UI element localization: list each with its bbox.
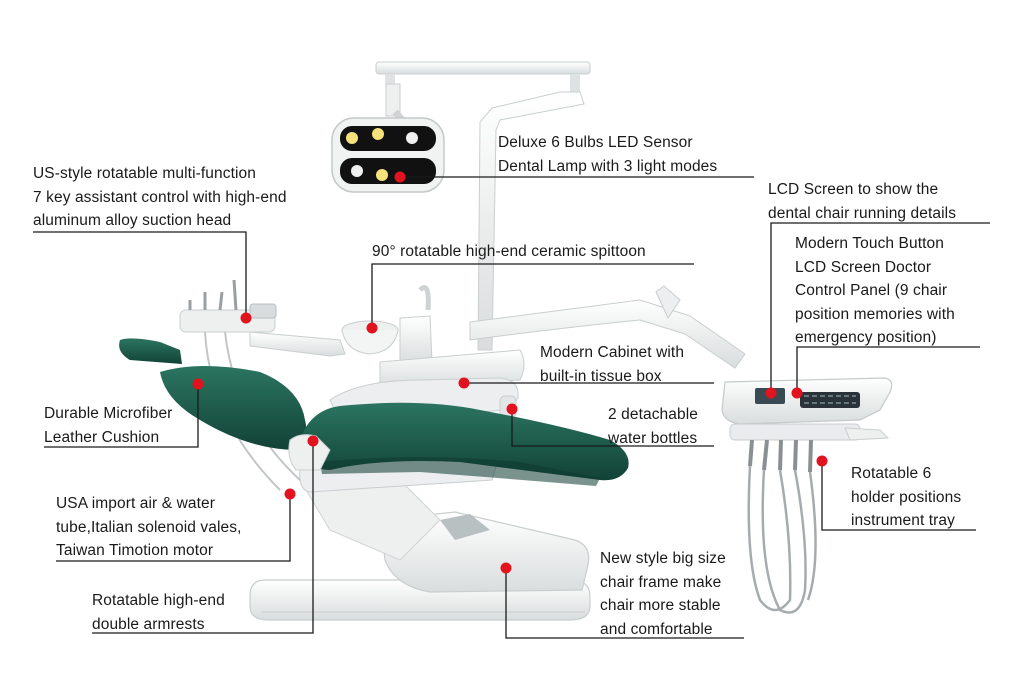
callout-lcd: LCD Screen to show the dental chair runn… [768,178,956,225]
marker-cabinet [458,377,470,389]
callout-cabinet-line-2: built-in tissue box [540,367,662,385]
callout-control-panel-line-5: emergency position) [795,329,937,346]
callout-bottles-line-2: water bottles [608,429,698,447]
lamp-head [331,109,445,193]
callout-assistant: US-style rotatable multi-function 7 key … [33,162,287,233]
callout-frame-line-4: and comfortable [600,620,713,638]
leader-line-holders [821,461,976,531]
callout-frame-line-1: New style big size [600,550,726,567]
callout-frame-line-2: chair frame make [600,573,722,591]
callout-control-panel-line-3: Control Panel (9 chair [795,282,948,299]
leader-line-lcd [770,222,990,393]
marker-frame [500,562,512,574]
callout-tube-line-3: Taiwan Timotion motor [56,542,214,559]
callout-holders-line-1: Rotatable 6 [851,465,932,482]
leader-lines [33,176,990,639]
callout-holders-line-3: instrument tray [851,512,956,529]
callout-lamp-line-2: Dental Lamp with 3 light modes [498,157,718,175]
callout-cushion: Durable Microfiber Leather Cushion [44,402,172,449]
red-markers [192,171,828,574]
callout-frame-line-3: chair more stable [600,597,721,614]
callout-bottles: 2 detachable water bottles [608,403,698,450]
instrument-tray [721,377,893,614]
callout-assistant-line-3: aluminum alloy suction head [33,212,232,229]
callout-holders: Rotatable 6 holder positions instrument … [851,462,961,533]
callout-lcd-line-1: LCD Screen to show the [768,181,939,198]
marker-control-panel [791,387,803,399]
leader-line-tube [56,494,291,562]
callout-holders-line-2: holder positions [851,488,962,506]
assistant-arm [179,279,346,491]
callout-tube-line-1: USA import air & water [56,495,215,512]
leader-line-bottles [511,409,714,447]
callout-assistant-line-1: US-style rotatable multi-function [33,165,256,182]
doctor-arm [469,285,746,369]
marker-lcd [765,387,777,399]
callout-control-panel-line-2: LCD Screen Doctor [795,258,932,276]
callout-bottles-line-1: 2 detachable [608,406,698,423]
callout-control-panel: Modern Touch Button LCD Screen Doctor Co… [795,232,955,350]
marker-tube [284,488,296,500]
leader-line-armrest [92,441,314,634]
callout-lamp: Deluxe 6 Bulbs LED Sensor Dental Lamp wi… [498,131,717,178]
leader-line-control-panel [796,346,980,393]
lamp-post [375,61,591,351]
callout-armrest: Rotatable high-end double armrests [92,589,225,636]
callout-tube: USA import air & water tube,Italian sole… [56,492,241,563]
leader-line-cushion [44,384,199,448]
callout-assistant-line-2: 7 key assistant control with high-end [33,188,287,206]
marker-assistant [240,312,252,324]
callout-cabinet-line-1: Modern Cabinet with [540,344,685,361]
callout-cushion-line-2: Leather Cushion [44,428,160,446]
leader-line-frame [505,568,744,639]
marker-holders [816,455,828,467]
callout-spittoon: 90° rotatable high-end ceramic spittoon [372,240,646,264]
marker-bottles [506,403,518,415]
marker-lamp [394,171,406,183]
callout-armrest-line-1: Rotatable high-end [92,592,225,609]
callout-armrest-line-2: double armrests [92,615,205,633]
leader-line-assistant [33,231,247,318]
spittoon-unit [341,285,525,389]
marker-cushion [192,378,204,390]
callout-tube-line-2: tube,Italian solenoid vales, [56,518,242,536]
callout-control-panel-line-4: position memories with [795,305,955,323]
callout-lamp-line-1: Deluxe 6 Bulbs LED Sensor [498,134,693,151]
marker-armrest [307,435,319,447]
seat-cushion [300,402,629,486]
armrest [288,434,331,471]
marker-spittoon [366,322,378,334]
callout-cabinet: Modern Cabinet with built-in tissue box [540,341,684,388]
leader-line-spittoon [371,263,694,328]
callout-lcd-line-2: dental chair running details [768,204,957,222]
callout-cushion-line-1: Durable Microfiber [44,405,173,422]
callout-frame: New style big size chair frame make chai… [600,547,726,641]
callout-control-panel-line-1: Modern Touch Button [795,235,944,252]
callout-spittoon-line-1: 90° rotatable high-end ceramic spittoon [372,243,646,260]
